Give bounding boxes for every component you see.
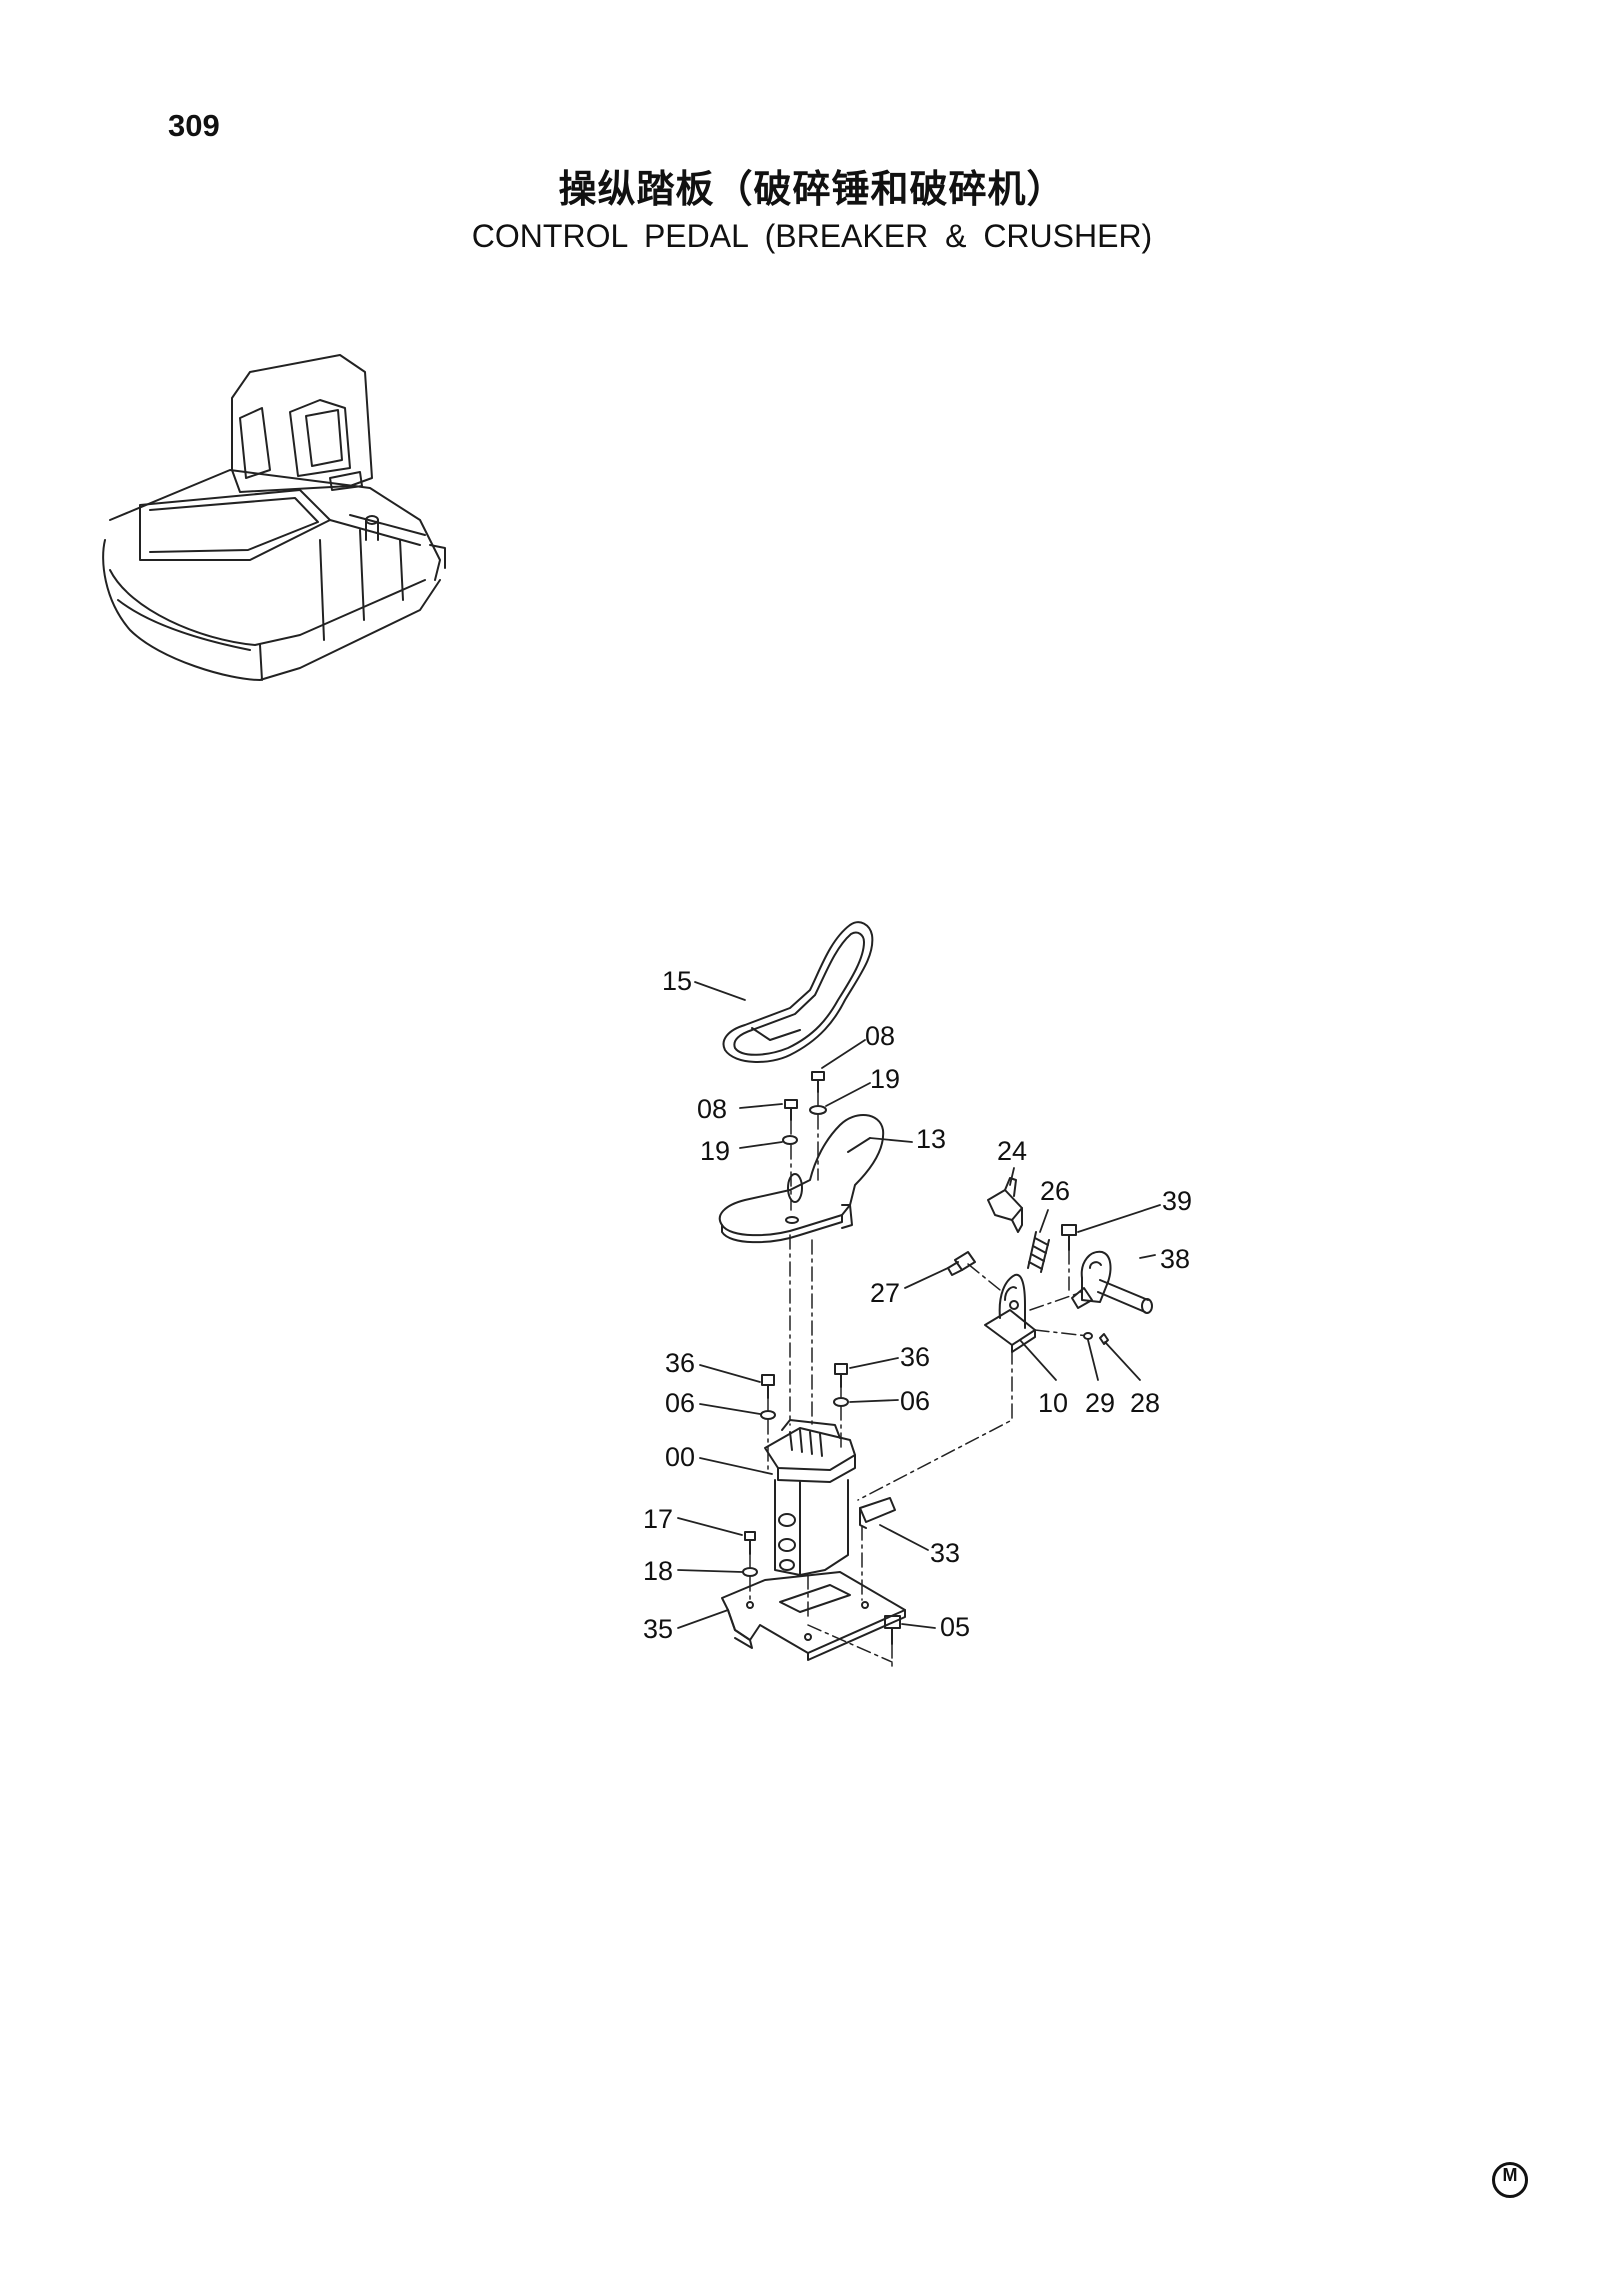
- part-label-06: 06: [665, 1388, 695, 1418]
- page-title-chinese: 操纵踏板（破碎锤和破碎机）: [558, 167, 1066, 211]
- assembly-lines: [749, 1091, 1089, 1669]
- part-label-13: 13: [916, 1124, 946, 1154]
- part-label-35: 35: [643, 1614, 673, 1644]
- part-label-08: 08: [697, 1094, 727, 1124]
- pin-27: [947, 1251, 976, 1276]
- pedal-13: [718, 1113, 885, 1244]
- part-label-15: 15: [662, 966, 692, 996]
- part-label-19: 19: [870, 1064, 900, 1094]
- part-label-33: 33: [930, 1538, 960, 1568]
- excavator-thumbnail: [102, 354, 446, 681]
- base-plate-35: [721, 1571, 906, 1661]
- bracket-33: [859, 1497, 896, 1529]
- part-labels: 15 08 19 08 19 13 24 26 39 38 27 36 36 0…: [643, 966, 1192, 1644]
- part-label-24: 24: [997, 1136, 1027, 1166]
- part-label-38: 38: [1160, 1244, 1190, 1274]
- fasteners: [742, 1071, 1109, 1645]
- corner-mark-badge: M: [1492, 2162, 1528, 2198]
- part-label-26: 26: [1040, 1176, 1070, 1206]
- part-label-36: 36: [900, 1342, 930, 1372]
- part-label-18: 18: [643, 1556, 673, 1586]
- page-number: 309: [168, 108, 220, 143]
- part-label-27: 27: [870, 1278, 900, 1308]
- pedal-cover-15: [722, 921, 874, 1063]
- part-label-10: 10: [1038, 1388, 1068, 1418]
- part-label-19: 19: [700, 1136, 730, 1166]
- spring-26: [1027, 1231, 1050, 1273]
- leader-lines: [677, 981, 1161, 1629]
- part-label-08: 08: [865, 1021, 895, 1051]
- bracket-10: [984, 1273, 1036, 1353]
- part-label-39: 39: [1162, 1186, 1192, 1216]
- part-label-05: 05: [940, 1612, 970, 1642]
- part-label-36: 36: [665, 1348, 695, 1378]
- page-title-english: CONTROL PEDAL (BREAKER & CRUSHER): [471, 218, 1153, 254]
- part-label-17: 17: [643, 1504, 673, 1534]
- switch-24: [987, 1177, 1023, 1233]
- part-label-28: 28: [1130, 1388, 1160, 1418]
- part-label-00: 00: [665, 1442, 695, 1472]
- shaft-38: [1071, 1250, 1153, 1314]
- pilot-valve-00: [764, 1419, 856, 1576]
- part-label-06: 06: [900, 1386, 930, 1416]
- part-label-29: 29: [1085, 1388, 1115, 1418]
